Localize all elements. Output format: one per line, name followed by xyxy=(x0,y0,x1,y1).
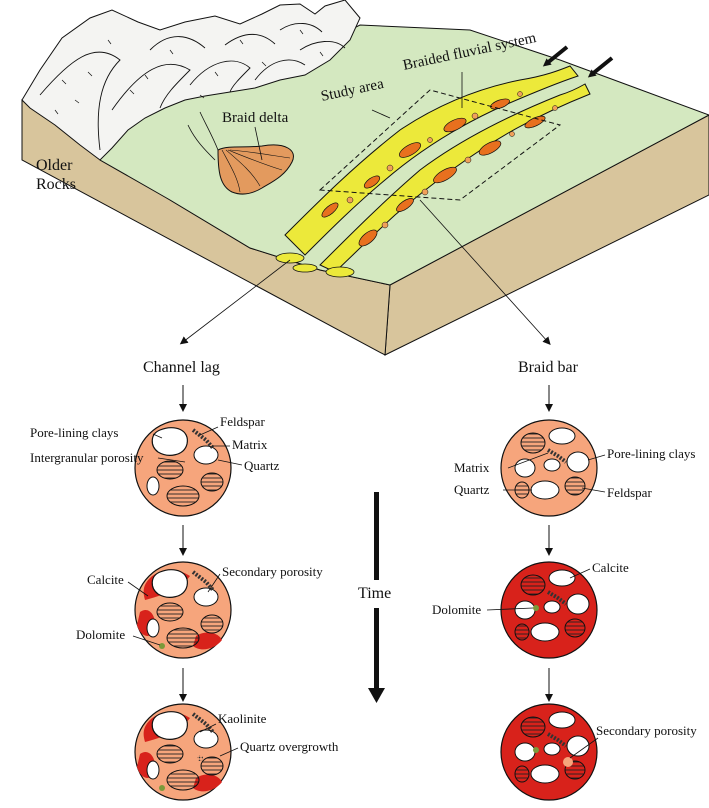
bb-calcite-label: Calcite xyxy=(592,560,629,575)
time-arrow xyxy=(368,492,385,703)
block-diagram: Older Rocks Braid delta Study area Braid… xyxy=(21,0,709,356)
older-rocks-label-2: Rocks xyxy=(36,176,76,193)
cl-kaolinite-label: Kaolinite xyxy=(218,711,267,726)
cl-intergranular-porosity-label: Intergranular porosity xyxy=(30,450,144,465)
channel-mouth-lobes xyxy=(275,252,355,278)
mountain-ridges xyxy=(39,23,346,151)
braided-channel-belt xyxy=(275,65,591,278)
braid-delta xyxy=(217,144,294,195)
cl-dolomite-label: Dolomite xyxy=(76,627,125,642)
braid-bar-title: Braid bar xyxy=(518,359,579,376)
time-label: Time xyxy=(358,585,391,602)
braid-delta-label: Braid delta xyxy=(222,110,289,126)
channel-lag-title: Channel lag xyxy=(143,359,220,376)
cl-calcite-label: Calcite xyxy=(87,572,124,587)
tributaries xyxy=(187,111,219,161)
bb-quartz-label: Quartz xyxy=(454,482,490,497)
cl-matrix-label: Matrix xyxy=(232,437,268,452)
lead-to-channel-lag xyxy=(179,259,291,345)
bb-secondary-porosity-label: Secondary porosity xyxy=(596,723,697,738)
cl-pore-lining-clays-label: Pore-lining clays xyxy=(30,425,118,440)
braid-bars xyxy=(321,98,546,247)
column-arrows xyxy=(179,385,553,702)
lead-to-braid-bar xyxy=(419,199,551,345)
mountain-ticks xyxy=(54,29,324,115)
bb-pore-lining-clays-label: Pore-lining clays xyxy=(607,446,695,461)
channel-lag-stage-1 xyxy=(134,419,232,517)
bb-dolomite-label: Dolomite xyxy=(432,602,481,617)
flow-arrows xyxy=(542,45,614,78)
braid-bar-stage-3 xyxy=(500,703,598,801)
channel-lag-stage-2 xyxy=(134,561,232,659)
minor-bars xyxy=(346,91,558,229)
channel-lag-stage-3 xyxy=(134,703,232,801)
braid-bar-stage-1 xyxy=(500,419,598,517)
cl-secondary-porosity-label: Secondary porosity xyxy=(222,564,323,579)
braid-bar-stage-2 xyxy=(500,561,598,659)
bb-feldspar-label: Feldspar xyxy=(607,485,652,500)
bb-matrix-label: Matrix xyxy=(454,460,490,475)
cl-quartz-overgrowth-label: Quartz overgrowth xyxy=(240,739,339,754)
mountain-range xyxy=(21,0,361,161)
older-rocks-label-1: Older xyxy=(36,157,73,174)
cl-quartz-label: Quartz xyxy=(244,458,280,473)
delta-channels xyxy=(221,149,291,193)
cl-feldspar-label: Feldspar xyxy=(220,414,265,429)
study-area-outline xyxy=(318,89,562,201)
